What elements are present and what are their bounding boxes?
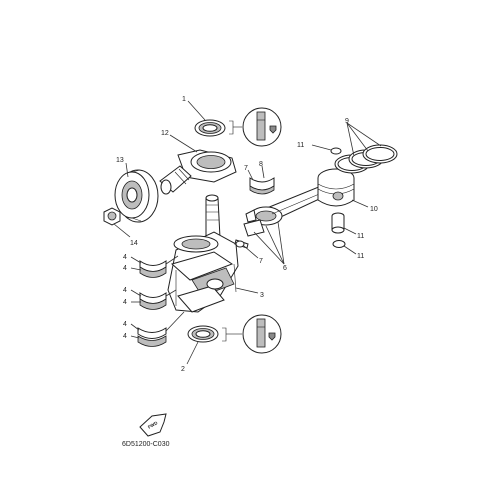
callout-4d: 4	[123, 299, 127, 306]
bearing-housing-arm[interactable]	[159, 149, 237, 195]
callout-labels: 1 12 13 14 7 8 11 9 10 11 11 7 6 3 4 4 4…	[116, 96, 378, 373]
seal-detail-callout-bottom	[222, 314, 282, 354]
callout-11a: 11	[297, 142, 304, 149]
leaders-5	[253, 221, 285, 265]
callout-9: 9	[345, 118, 349, 125]
piston-pin-clip-lower[interactable]	[332, 240, 346, 248]
piston-pin-clip-upper[interactable]	[330, 147, 342, 155]
leaders-9	[346, 122, 382, 157]
conrod-bearing-upper[interactable]	[249, 177, 275, 195]
leader-6	[243, 245, 259, 259]
leaders-4	[130, 255, 185, 339]
callout-14: 14	[130, 240, 138, 247]
leader-14	[113, 223, 131, 238]
main-bearing-set-1[interactable]	[139, 260, 167, 278]
piston-pin[interactable]	[331, 212, 345, 234]
piston[interactable]	[317, 168, 355, 207]
leader-13	[125, 162, 129, 178]
leader-7b	[261, 165, 265, 179]
main-bearing-set-2[interactable]	[139, 292, 167, 310]
leader-12	[169, 134, 198, 153]
leader-3	[235, 287, 259, 294]
callout-8: 10	[370, 206, 378, 213]
leader-10	[343, 227, 357, 235]
leader-7a	[247, 169, 254, 181]
callout-10: 11	[357, 233, 364, 240]
flywheel-nut[interactable]	[103, 207, 121, 226]
leader-1	[187, 100, 206, 121]
callout-2: 2	[181, 366, 185, 373]
oil-seal-top[interactable]	[194, 119, 226, 137]
piston-rings[interactable]	[334, 144, 398, 174]
fwd-label: FWD	[147, 420, 159, 430]
callout-4c: 4	[123, 287, 127, 294]
callout-4a: 4	[123, 254, 127, 261]
callout-12: 12	[161, 130, 169, 137]
leader-11a	[311, 144, 332, 151]
callout-4f: 4	[123, 333, 127, 340]
callout-7b: 8	[259, 161, 263, 168]
callout-5: 6	[283, 265, 287, 272]
callout-1: 1	[182, 96, 186, 103]
leader-11b	[343, 245, 357, 255]
flywheel-pulley[interactable]	[114, 169, 159, 223]
callout-6: 7	[259, 258, 263, 265]
connecting-rod[interactable]	[243, 183, 335, 237]
callout-4e: 4	[123, 321, 127, 328]
conrod-bolt[interactable]	[234, 239, 249, 249]
callout-3: 3	[260, 292, 264, 299]
oil-seal-bottom[interactable]	[187, 325, 219, 343]
diagram-code: 6D51200-C030	[122, 441, 170, 448]
leader-2	[186, 341, 199, 365]
callout-13: 13	[116, 157, 124, 164]
callout-11b: 11	[357, 253, 364, 260]
fwd-arrow-icon: FWD	[139, 413, 167, 437]
crankshaft[interactable]	[167, 194, 239, 313]
leader-8	[351, 199, 369, 208]
seal-detail-callout-top	[229, 107, 282, 147]
callout-7a: 7	[244, 165, 248, 172]
callout-4b: 4	[123, 265, 127, 272]
main-bearing-set-3[interactable]	[137, 327, 167, 347]
